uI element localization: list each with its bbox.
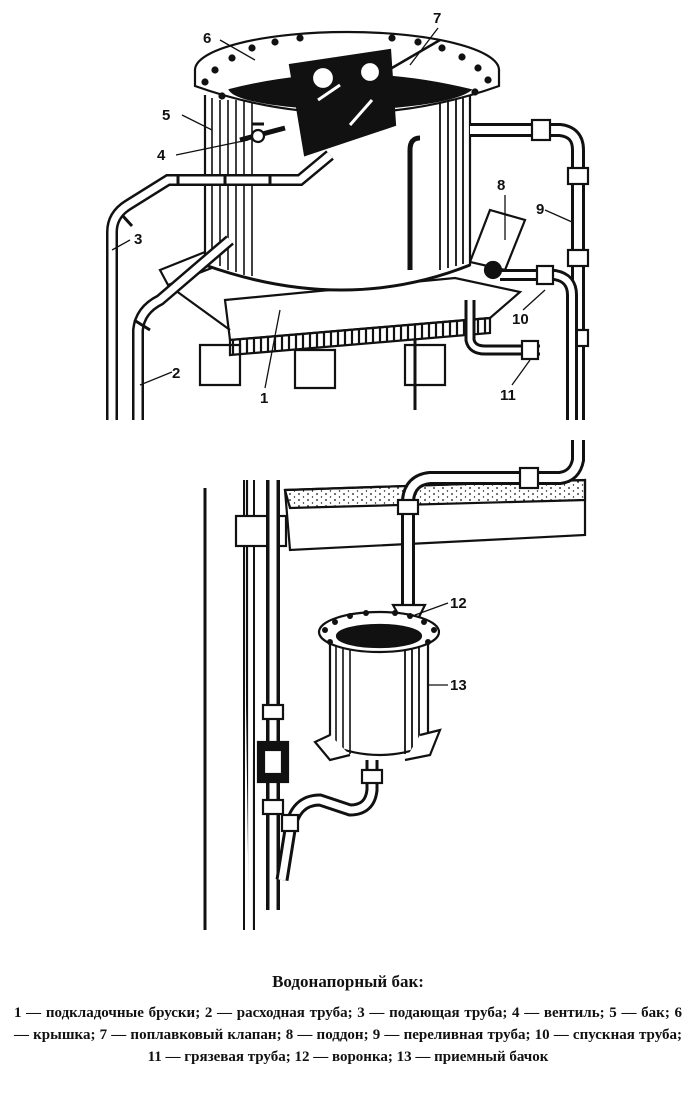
part-labels: 6 7 5 4 3 2 1 8 9 10 11 12 13 [134, 10, 544, 694]
ceiling-beam [234, 478, 587, 552]
figure-caption: Водонапорный бак: 1 — подкладочные бруск… [14, 972, 682, 1068]
receiving-tank [313, 610, 442, 762]
valve [239, 122, 286, 144]
leader-lines-lower [414, 602, 449, 686]
wall [203, 479, 255, 931]
label-9: 9 [536, 201, 544, 218]
wall-pipe [256, 480, 290, 910]
label-8: 8 [497, 177, 505, 194]
receiving-assembly [203, 440, 587, 931]
tank-outlet-pipe [275, 760, 384, 882]
label-1: 1 [260, 390, 268, 407]
label-7: 7 [433, 10, 441, 27]
label-13: 13 [450, 677, 467, 694]
outlet-pipe [132, 235, 234, 420]
label-11: 11 [500, 387, 516, 404]
label-5: 5 [162, 107, 170, 124]
main-tank-assembly [106, 30, 590, 420]
label-2: 2 [172, 365, 180, 382]
label-3: 3 [134, 231, 142, 248]
label-6: 6 [203, 30, 211, 47]
label-4: 4 [157, 147, 166, 164]
drain-pipe [483, 260, 578, 420]
water-tower-illustration: 6 7 5 4 3 2 1 8 9 10 11 12 13 [106, 10, 590, 931]
float-valve [288, 38, 441, 157]
mud-pipe [413, 300, 540, 410]
incoming-pipes [396, 440, 585, 610]
leader-lines [111, 27, 573, 389]
caption-legend: 1 — подкладочные бруски; 2 — расходная т… [14, 1005, 682, 1065]
overflow-pipe [470, 118, 590, 420]
label-12: 12 [450, 595, 467, 612]
caption-title: Водонапорный бак: [272, 972, 424, 991]
supply-pipe [106, 150, 334, 420]
label-10: 10 [512, 311, 529, 328]
